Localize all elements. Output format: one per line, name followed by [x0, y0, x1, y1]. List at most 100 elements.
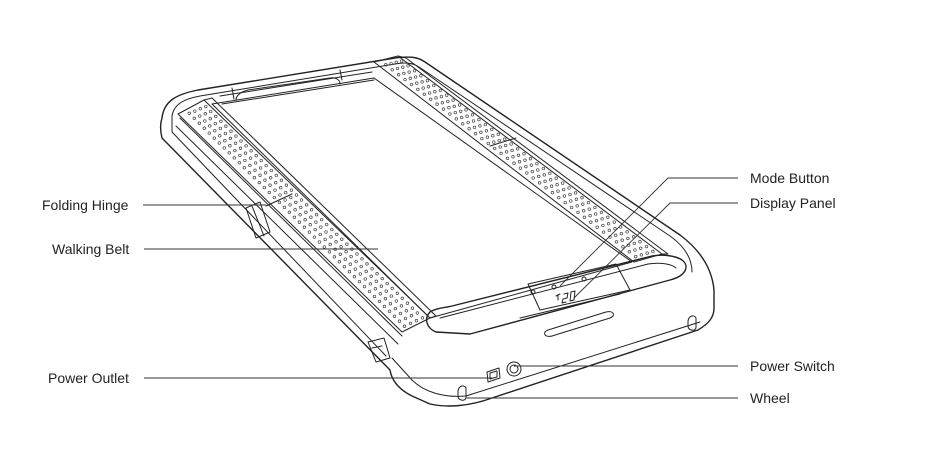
perforation-hole — [327, 250, 332, 254]
perforation-hole — [503, 137, 507, 141]
perforation-hole — [227, 151, 231, 155]
power-outlet[interactable] — [486, 367, 501, 383]
power-switch[interactable] — [506, 361, 522, 377]
perforation-hole — [347, 270, 352, 274]
right-rail-perforations — [384, 59, 655, 259]
perforation-hole — [385, 281, 389, 286]
perforation-hole — [308, 223, 312, 227]
perforation-hole — [382, 304, 387, 309]
perforation-hole — [325, 222, 329, 227]
perforation-hole — [600, 217, 604, 221]
perforation-hole — [365, 262, 369, 266]
perforation-hole — [394, 299, 399, 303]
perforation-hole — [461, 122, 465, 126]
perforation-hole — [369, 274, 373, 278]
perforation-hole — [403, 77, 407, 82]
perforation-hole — [357, 279, 362, 284]
perforation-hole — [335, 232, 339, 237]
perforation-hole — [332, 255, 337, 259]
perforation-hole — [339, 245, 343, 249]
perforation-hole — [576, 210, 580, 215]
callout-labels: Folding Hinge Walking Belt Power Outlet … — [42, 170, 836, 406]
mode-button[interactable] — [551, 284, 557, 290]
perforation-hole — [328, 242, 332, 247]
perforation-hole — [368, 282, 373, 286]
perforation-hole — [238, 146, 243, 150]
perforation-hole — [303, 218, 307, 222]
console-button-left[interactable] — [530, 289, 536, 295]
perforation-hole — [429, 97, 433, 101]
perforation-hole — [549, 184, 554, 188]
perforation-hole — [252, 176, 256, 180]
perforation-hole — [621, 245, 625, 249]
perforation-hole — [360, 257, 364, 261]
perforation-hole — [491, 134, 495, 138]
wheel-left — [457, 385, 467, 401]
perforation-hole — [395, 291, 399, 295]
perforation-hole — [452, 104, 456, 109]
wheel-right — [687, 315, 697, 331]
perforation-hole — [529, 163, 534, 167]
perforation-hole — [568, 192, 572, 197]
perforation-hole — [516, 153, 521, 157]
perforation-hole — [588, 214, 592, 218]
perforation-hole — [348, 262, 352, 266]
left-rail-perforations — [187, 104, 425, 328]
perforation-hole — [593, 205, 597, 210]
perforation-hole — [435, 102, 439, 106]
perforation-hole — [645, 251, 649, 255]
perforation-hole — [198, 114, 202, 118]
perforation-hole — [460, 115, 464, 120]
perforation-hole — [524, 164, 528, 169]
walking-belt-surface — [211, 77, 633, 319]
perforation-hole — [634, 255, 638, 259]
console-button-right[interactable] — [581, 276, 587, 282]
perforation-hole — [330, 227, 334, 232]
perforation-hole — [383, 297, 388, 301]
perforation-hole — [471, 119, 476, 123]
perforation-hole — [408, 76, 412, 80]
perforation-hole — [586, 200, 591, 205]
leader-lines — [143, 177, 738, 399]
perforation-hole — [599, 210, 604, 215]
perforation-hole — [218, 126, 223, 131]
perforation-hole — [606, 215, 610, 219]
perforation-hole — [390, 68, 394, 72]
perforation-hole — [601, 223, 605, 228]
leader-display-panel — [573, 202, 738, 299]
right-rail — [373, 55, 663, 263]
perforation-hole — [389, 61, 393, 66]
perforation-hole — [402, 324, 407, 328]
perforation-hole — [262, 185, 266, 190]
perforation-hole — [644, 244, 649, 249]
perforation-hole — [457, 103, 462, 107]
perforation-hole — [408, 321, 413, 326]
perforation-hole — [412, 69, 417, 73]
perforation-hole — [254, 154, 258, 158]
perforation-hole — [314, 213, 319, 217]
perforation-hole — [393, 306, 398, 311]
perforation-hole — [497, 138, 501, 143]
perforation-hole — [484, 129, 489, 133]
perforation-hole — [466, 120, 470, 125]
perforation-hole — [402, 71, 406, 76]
perforation-hole — [464, 108, 468, 112]
perforation-hole — [278, 193, 282, 197]
perforation-hole — [263, 171, 268, 175]
perforation-hole — [556, 189, 560, 193]
perforation-hole — [415, 311, 420, 315]
perforation-hole — [612, 220, 616, 224]
perforation-hole — [426, 85, 431, 89]
perforation-hole — [535, 161, 539, 166]
label-folding-hinge: Folding Hinge — [42, 197, 129, 213]
perforation-hole — [259, 158, 263, 163]
perforation-hole — [309, 208, 314, 212]
perforation-hole — [523, 158, 527, 162]
perforation-hole — [284, 190, 288, 195]
perforation-hole — [536, 168, 540, 172]
perforation-hole — [582, 215, 587, 219]
perforation-hole — [349, 254, 353, 259]
perforation-hole — [406, 64, 410, 68]
perforation-hole — [425, 78, 430, 83]
perforation-hole — [352, 275, 357, 279]
